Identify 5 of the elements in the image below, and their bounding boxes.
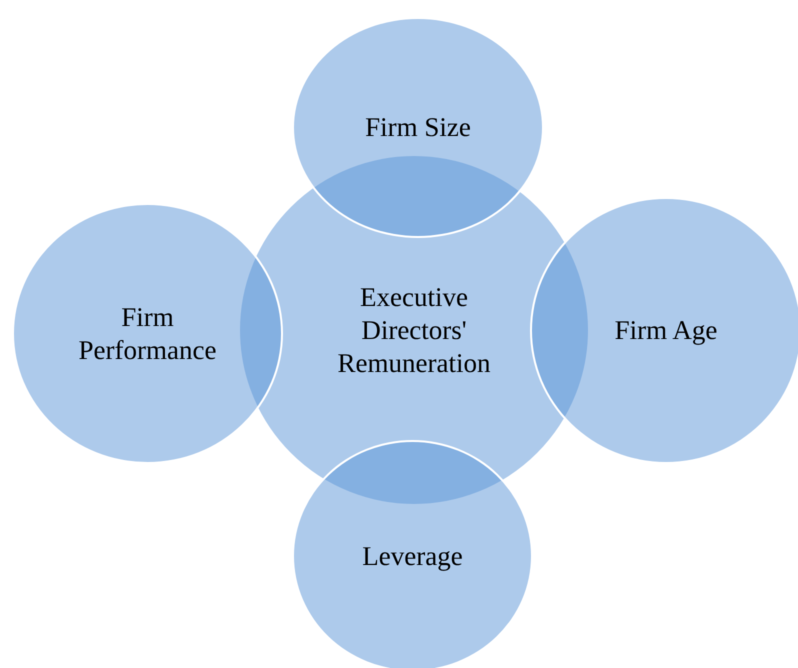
circle-label: Firm Performance (78, 300, 218, 366)
circle-label: Executive Directors' Remuneration (336, 280, 492, 380)
circle-label: Firm Size (365, 111, 471, 144)
circle-label: Firm Age (614, 314, 718, 347)
circle-label: Leverage (362, 540, 463, 572)
